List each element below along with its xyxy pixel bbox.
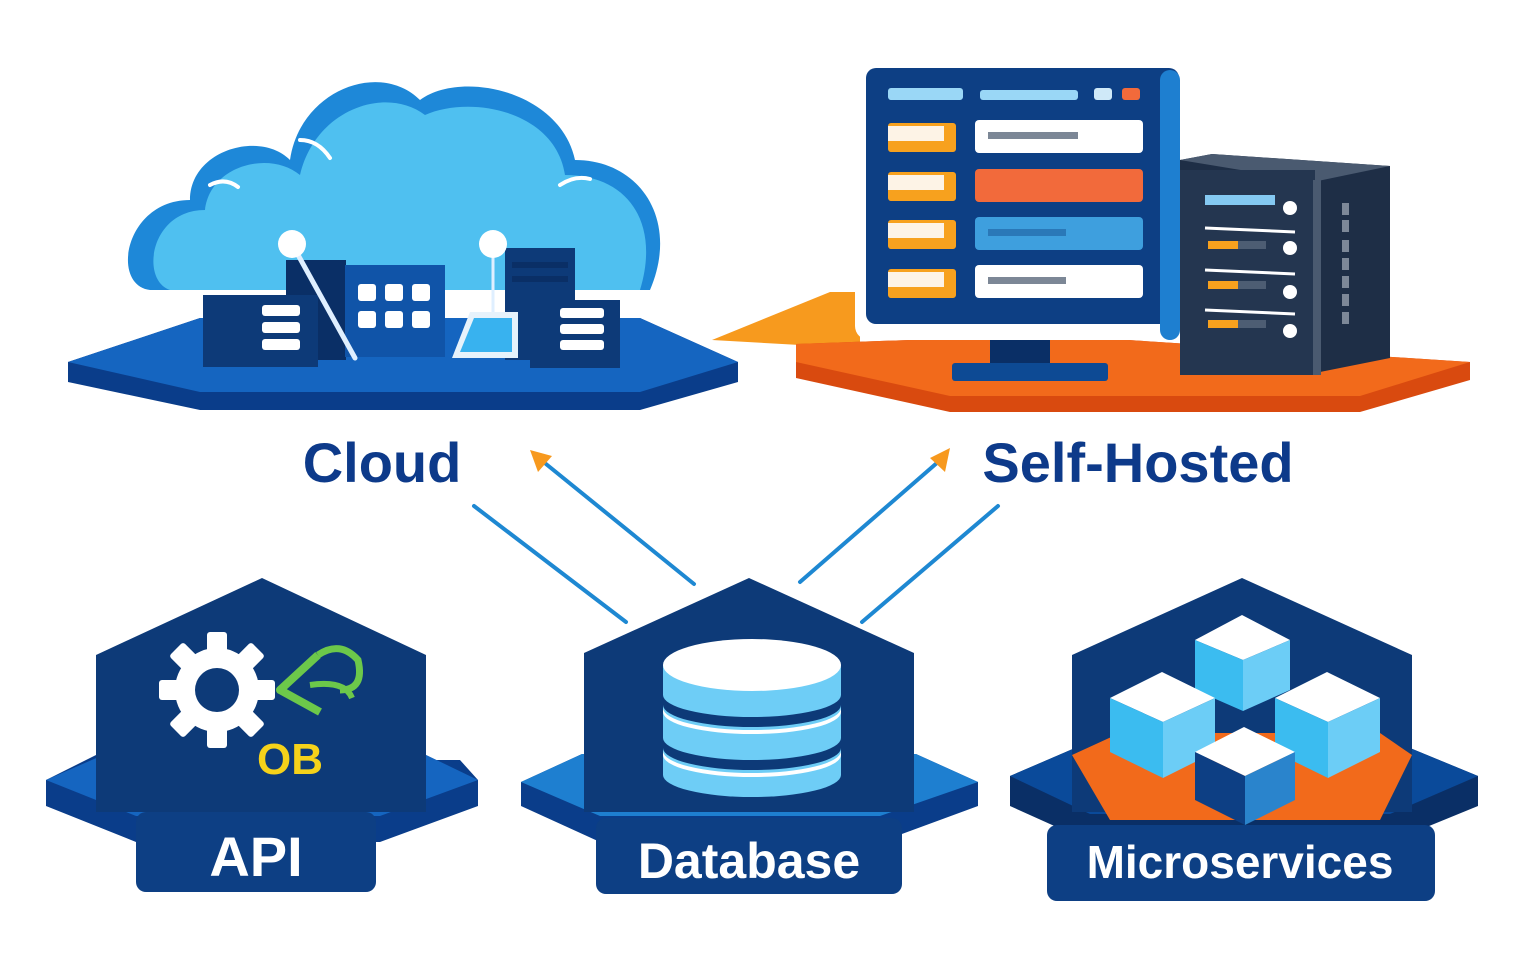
server-tower-icon <box>1180 154 1390 375</box>
microservices-label-plate <box>1047 825 1435 901</box>
datacenter-buildings <box>203 230 620 368</box>
edge-database-self-hosted <box>860 504 1000 624</box>
cloud-label: Cloud <box>303 431 462 494</box>
arrow-head-cloud <box>530 450 552 472</box>
monitor-icon <box>855 68 1180 381</box>
self-hosted-node[interactable] <box>712 68 1470 412</box>
edge-database-self-hosted-arrow <box>798 460 940 584</box>
ob-badge-text: OB <box>257 735 323 784</box>
code-brackets-icon <box>276 645 363 716</box>
gear-icon <box>159 632 275 748</box>
api-node[interactable]: OB API <box>46 578 478 892</box>
edge-database-cloud-arrow <box>544 462 696 586</box>
api-label-plate <box>136 812 376 892</box>
edge-database-cloud <box>472 504 628 624</box>
microservices-node[interactable]: Microservices <box>1010 578 1478 901</box>
database-icon <box>663 639 841 797</box>
connectors <box>472 448 1000 624</box>
database-label-plate <box>596 818 902 894</box>
database-node[interactable]: Database <box>521 578 978 894</box>
microservices-label: Microservices <box>1087 836 1394 888</box>
database-label: Database <box>638 833 860 889</box>
api-label: API <box>209 825 302 888</box>
cloud-icon <box>127 82 661 290</box>
cubes-icon <box>1110 615 1380 825</box>
arrow-head-self-hosted <box>930 448 950 472</box>
self-hosted-label: Self-Hosted <box>982 431 1293 494</box>
cloud-node[interactable] <box>68 82 738 410</box>
